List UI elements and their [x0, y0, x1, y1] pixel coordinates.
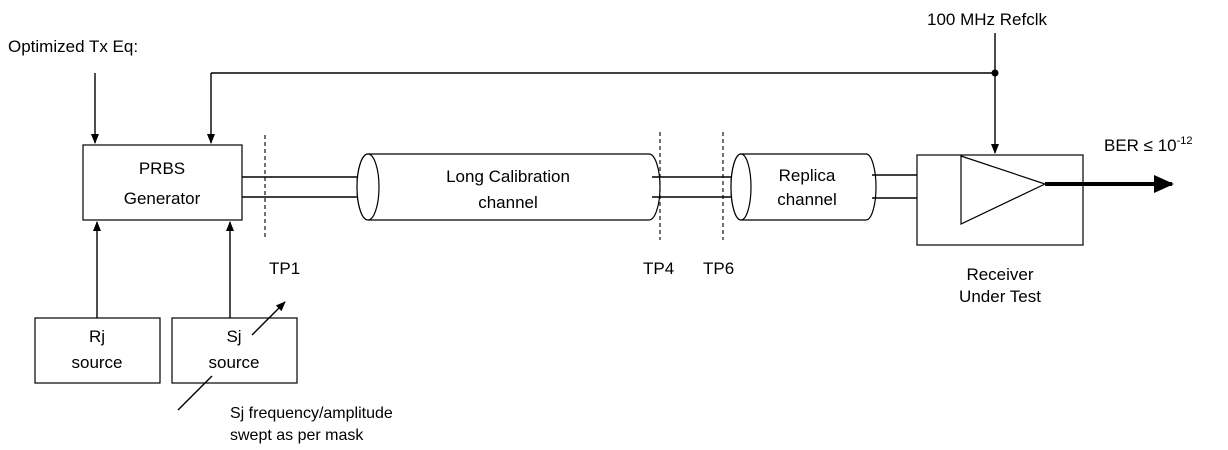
rj-label-line2: source [71, 353, 122, 372]
sweep-pointer-line [177, 375, 213, 411]
rj-source-box [34, 317, 161, 384]
sj-label-line2: source [208, 353, 259, 372]
receiver-label-line1: Receiver [966, 265, 1033, 284]
tp1-label: TP1 [269, 259, 300, 278]
long-calibration-cylinder-end [356, 153, 380, 221]
refclk-label: 100 MHz Refclk [927, 10, 1047, 29]
replica-label-line2: channel [777, 190, 837, 209]
long-cal-label-line1: Long Calibration [446, 167, 570, 186]
ber-prefix: BER ≤ 10 [1104, 136, 1177, 155]
sj-source-box [171, 317, 298, 384]
prbs-generator-box [82, 144, 243, 221]
ber-exponent: -12 [1177, 135, 1193, 147]
tp6-label: TP6 [703, 259, 734, 278]
replica-label-line1: Replica [779, 166, 836, 185]
rj-label-line1: Rj [89, 327, 105, 346]
ber-label: BER ≤ 10-12 [1104, 135, 1193, 155]
replica-cylinder-end [730, 153, 752, 221]
prbs-label-line1: PRBS [139, 159, 185, 178]
receiver-label-line2: Under Test [959, 287, 1041, 306]
optimized-tx-eq-label: Optimized Tx Eq: [8, 37, 138, 56]
amplifier-triangle-icon [960, 155, 1047, 225]
sweep-label-line1: Sj frequency/amplitude [230, 405, 393, 422]
replica-cylinder [730, 153, 877, 221]
sweep-label-line2: swept as per mask [230, 427, 364, 444]
prbs-label-line2: Generator [124, 189, 201, 208]
tp4-label: TP4 [643, 259, 674, 278]
sweep-arrow [251, 301, 286, 336]
long-cal-label-line2: channel [478, 193, 538, 212]
sj-label-line1: Sj [226, 327, 241, 346]
